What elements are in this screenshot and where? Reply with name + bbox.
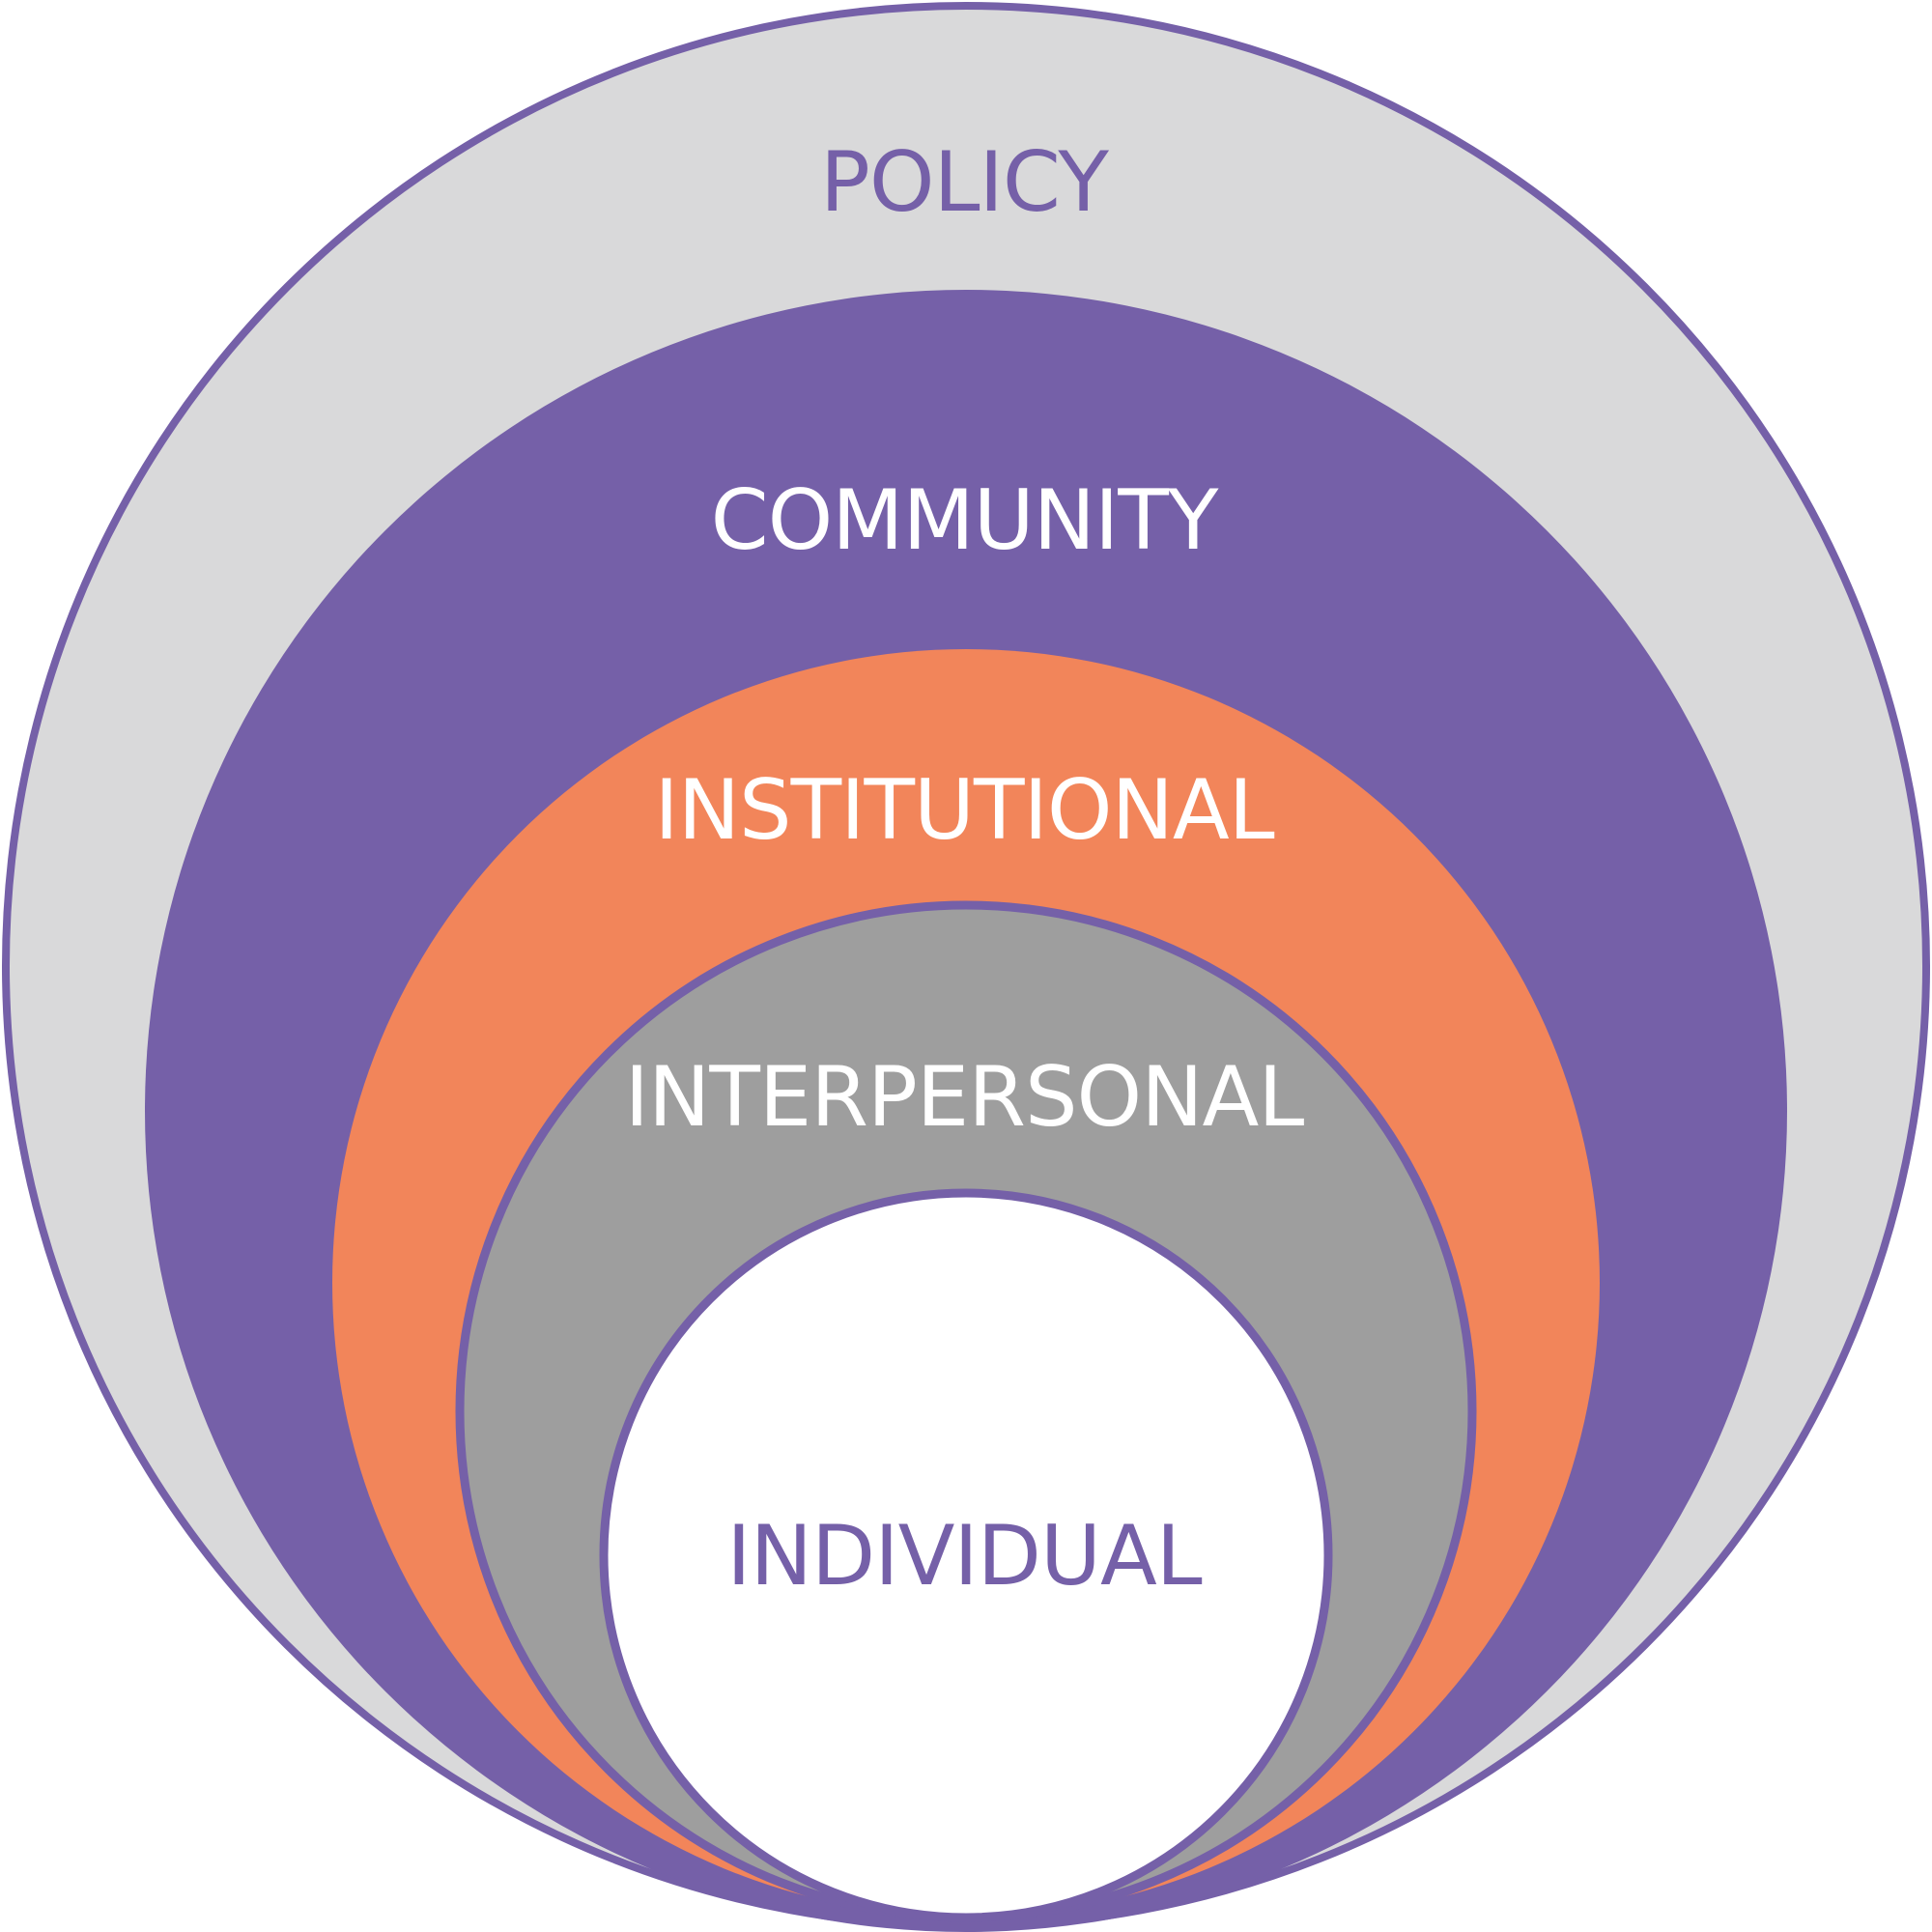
policy-label: POLICY <box>820 134 1109 231</box>
institutional-label: INSTITUTIONAL <box>654 762 1274 859</box>
community-label: COMMUNITY <box>711 472 1219 569</box>
interpersonal-label: INTERPERSONAL <box>625 1049 1305 1146</box>
individual-circle <box>599 1188 1333 1922</box>
individual-label: INDIVIDUAL <box>726 1508 1202 1605</box>
